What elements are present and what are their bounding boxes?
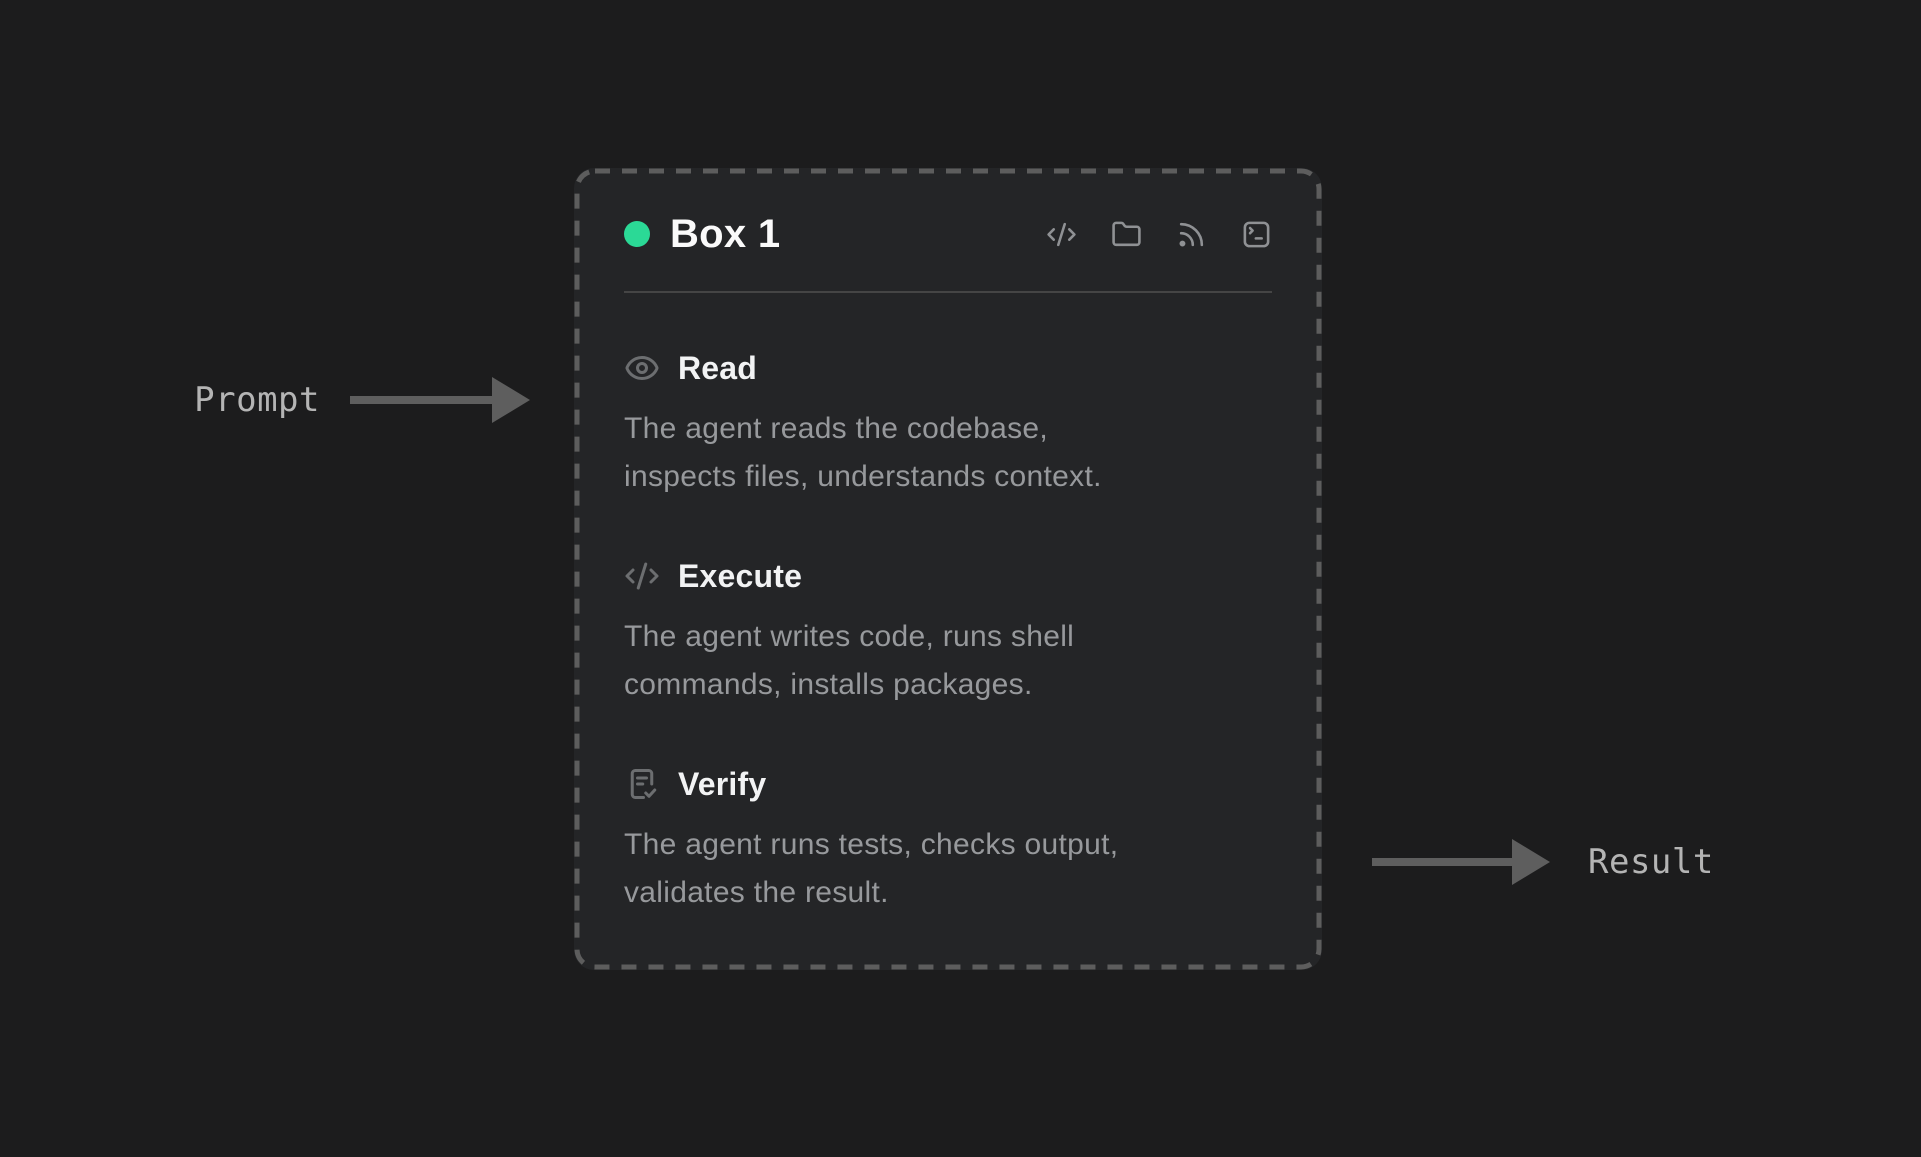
square-terminal-icon[interactable] <box>1241 219 1272 250</box>
section-read-title: Read <box>678 349 758 386</box>
section-execute-title: Execute <box>678 557 803 594</box>
rss-icon[interactable] <box>1176 219 1207 250</box>
section-execute-body: The agent writes code, runs shell comman… <box>624 620 1075 701</box>
card-header: Box 1 <box>624 168 1272 264</box>
result-arrow-shaft <box>1372 858 1512 866</box>
agent-card: Box 1 <box>574 168 1322 970</box>
section-verify-title: Verify <box>678 765 767 802</box>
section-execute: Execute The agent writes code, runs shel… <box>624 555 1272 709</box>
header-divider <box>624 291 1272 293</box>
prompt-arrow-head <box>492 377 530 423</box>
status-dot <box>624 221 650 247</box>
result-arrow-head <box>1512 839 1550 885</box>
prompt-arrow-shaft <box>350 396 492 404</box>
folder-icon[interactable] <box>1111 219 1142 250</box>
eye-icon <box>625 355 659 381</box>
header-toolbar <box>1046 219 1272 250</box>
section-verify-body: The agent runs tests, checks output, val… <box>624 828 1119 909</box>
section-verify: Verify The agent runs tests, checks outp… <box>624 763 1272 917</box>
code-xml-icon <box>625 562 659 590</box>
code-xml-icon[interactable] <box>1046 219 1077 250</box>
prompt-label: Prompt <box>194 380 320 420</box>
section-read-body: The agent reads the codebase, inspects f… <box>624 412 1102 493</box>
result-label: Result <box>1588 842 1714 882</box>
clipboard-check-icon <box>630 769 657 799</box>
card-title: Box 1 <box>670 211 781 256</box>
section-read: Read The agent reads the codebase, inspe… <box>624 347 1272 501</box>
